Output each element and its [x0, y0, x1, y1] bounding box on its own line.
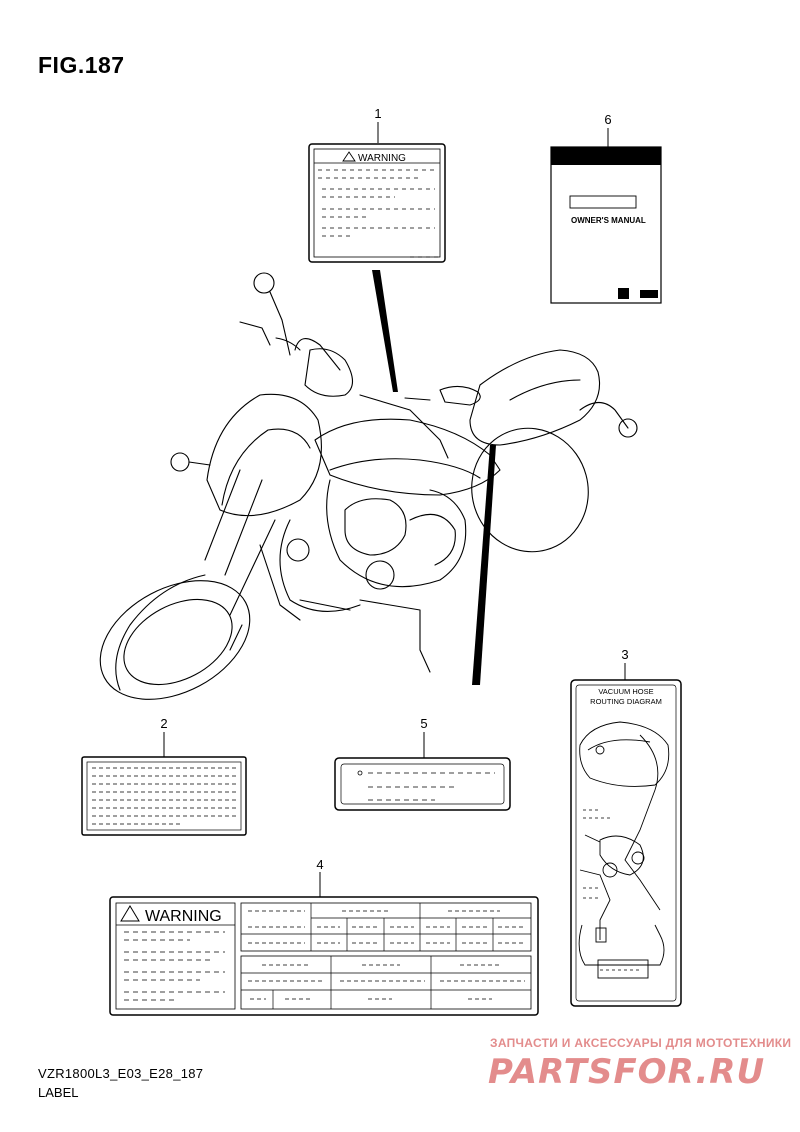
- warning-triangle-icon: [120, 905, 140, 922]
- callout-6: 6: [604, 112, 612, 127]
- label-6-owners-manual[interactable]: OWNER'S MANUAL: [550, 128, 662, 304]
- figure-title: FIG.187: [38, 52, 125, 78]
- suzuki-logo-icon: [618, 288, 629, 299]
- label-1-warning-text: WARNING: [358, 153, 406, 164]
- vacuum-hose-title-line1: VACUUM HOSE: [598, 687, 653, 696]
- owners-manual-text: OWNER'S MANUAL: [571, 216, 646, 225]
- watermark-brand[interactable]: PARTSFOR.RU: [488, 1052, 766, 1092]
- callout-5: 5: [420, 716, 428, 731]
- warning-triangle-icon: [342, 151, 356, 162]
- vacuum-hose-title-line2: ROUTING DIAGRAM: [590, 697, 662, 706]
- label-2-sticker[interactable]: [81, 732, 247, 836]
- diagram-code: VZR1800L3_E03_E28_187: [38, 1066, 204, 1081]
- label-4-warning-text: WARNING: [145, 908, 222, 925]
- motorcycle-illustration: [99, 272, 638, 700]
- diagram-label: LABEL: [38, 1085, 79, 1100]
- label-5-sticker[interactable]: [334, 732, 511, 811]
- callout-3: 3: [621, 647, 629, 662]
- label-4-warning-sticker[interactable]: WARNING: [109, 872, 539, 1016]
- watermark-text: ЗАПЧАСТИ И АКСЕССУАРЫ ДЛЯ МОТОТЕХНИКИ: [490, 1036, 792, 1050]
- callout-2: 2: [160, 716, 168, 731]
- callout-1: 1: [374, 106, 382, 121]
- callout-4: 4: [316, 857, 324, 872]
- label-1-warning-sticker[interactable]: WARNING: [308, 122, 446, 263]
- label-3-vacuum-hose-diagram[interactable]: VACUUM HOSE ROUTING DIAGRAM: [570, 663, 682, 1007]
